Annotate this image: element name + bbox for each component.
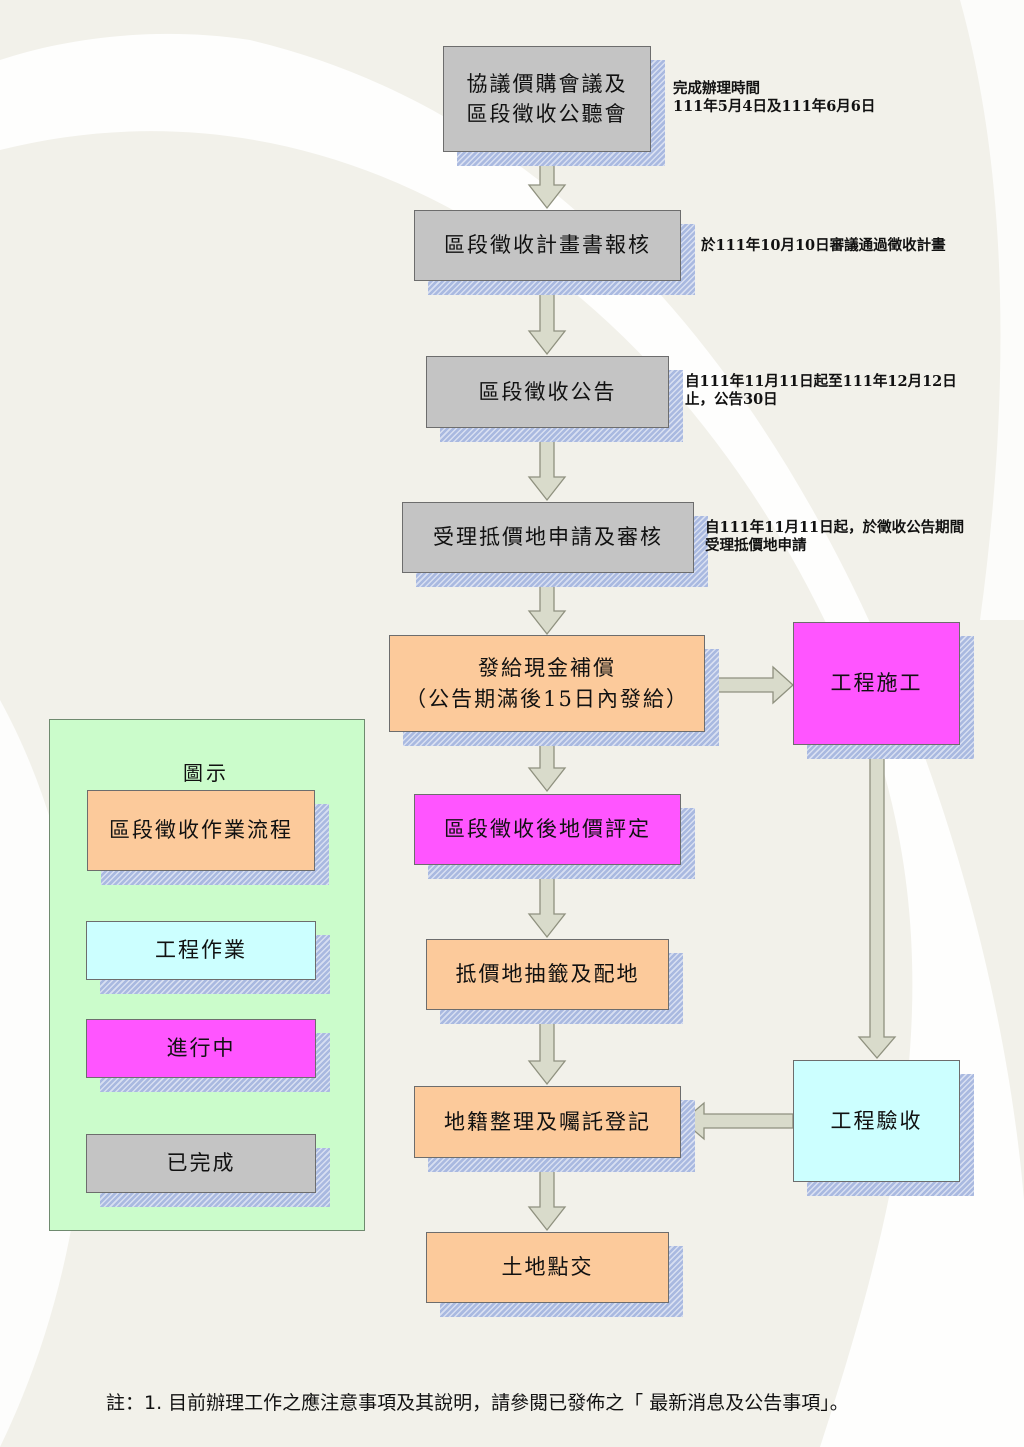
step-label: 區段徵收公告: [478, 379, 617, 404]
legend-title: 圖示: [183, 761, 229, 785]
note-step1: 完成辦理時間 111年5月4日及111年6月6日: [673, 80, 876, 115]
step-label: 工程施工: [830, 671, 923, 696]
step-cash-compensation: 發給現金補償 （公告期滿後15日內發給）: [389, 635, 719, 746]
legend-label: 區段徵收作業流程: [109, 818, 293, 843]
legend-label: 已完成: [166, 1151, 236, 1176]
step-label: 地籍整理及囑託登記: [444, 1109, 651, 1134]
step-label: 區段徵收計畫書報核: [444, 233, 651, 258]
step-land-application-review: 受理抵價地申請及審核: [402, 502, 708, 587]
step-construction-acceptance: 工程驗收: [793, 1060, 974, 1196]
step-lottery-allocation: 抵價地抽籤及配地: [426, 939, 683, 1024]
note-step2: 於111年10月10日審議通過徵收計畫: [701, 237, 946, 254]
step-registration: 地籍整理及囑託登記: [414, 1086, 695, 1172]
step-label: 區段徵收公聽會: [466, 102, 628, 126]
step-label: 發給現金補償: [478, 656, 616, 681]
note-step4: 自111年11月11日起，於徵收公告期間 受理抵價地申請: [705, 519, 965, 554]
step-label: 區段徵收後地價評定: [444, 817, 651, 842]
note-step3: 自111年11月11日起至111年12月12日 止，公告30日: [685, 373, 957, 408]
step-label: 協議價購會議及: [466, 71, 628, 96]
step-plan-review: 區段徵收計畫書報核: [414, 210, 695, 295]
step-label: 工程驗收: [830, 1108, 923, 1133]
footnote: 註：1. 目前辦理工作之應注意事項及其說明，請參閱已發佈之「 最新消息及公告事項…: [106, 1392, 849, 1414]
legend-label: 進行中: [166, 1036, 236, 1061]
step-consultation-meeting: 協議價購會議及 區段徵收公聽會: [443, 46, 665, 166]
legend-completed: 已完成: [86, 1134, 330, 1207]
step-land-value-assessment: 區段徵收後地價評定: [414, 794, 695, 879]
step-label: 抵價地抽籤及配地: [455, 962, 640, 987]
legend-in-progress: 進行中: [86, 1019, 330, 1092]
step-construction: 工程施工: [793, 622, 974, 759]
step-land-handover: 土地點交: [426, 1232, 683, 1317]
legend-engineering: 工程作業: [86, 921, 330, 994]
step-public-notice: 區段徵收公告: [426, 356, 683, 442]
step-label: （公告期滿後15日內發給）: [405, 686, 689, 711]
step-label: 受理抵價地申請及審核: [433, 525, 663, 550]
legend-acquisition-process: 區段徵收作業流程: [87, 790, 329, 885]
step-label: 土地點交: [501, 1255, 594, 1280]
legend-label: 工程作業: [155, 938, 247, 963]
